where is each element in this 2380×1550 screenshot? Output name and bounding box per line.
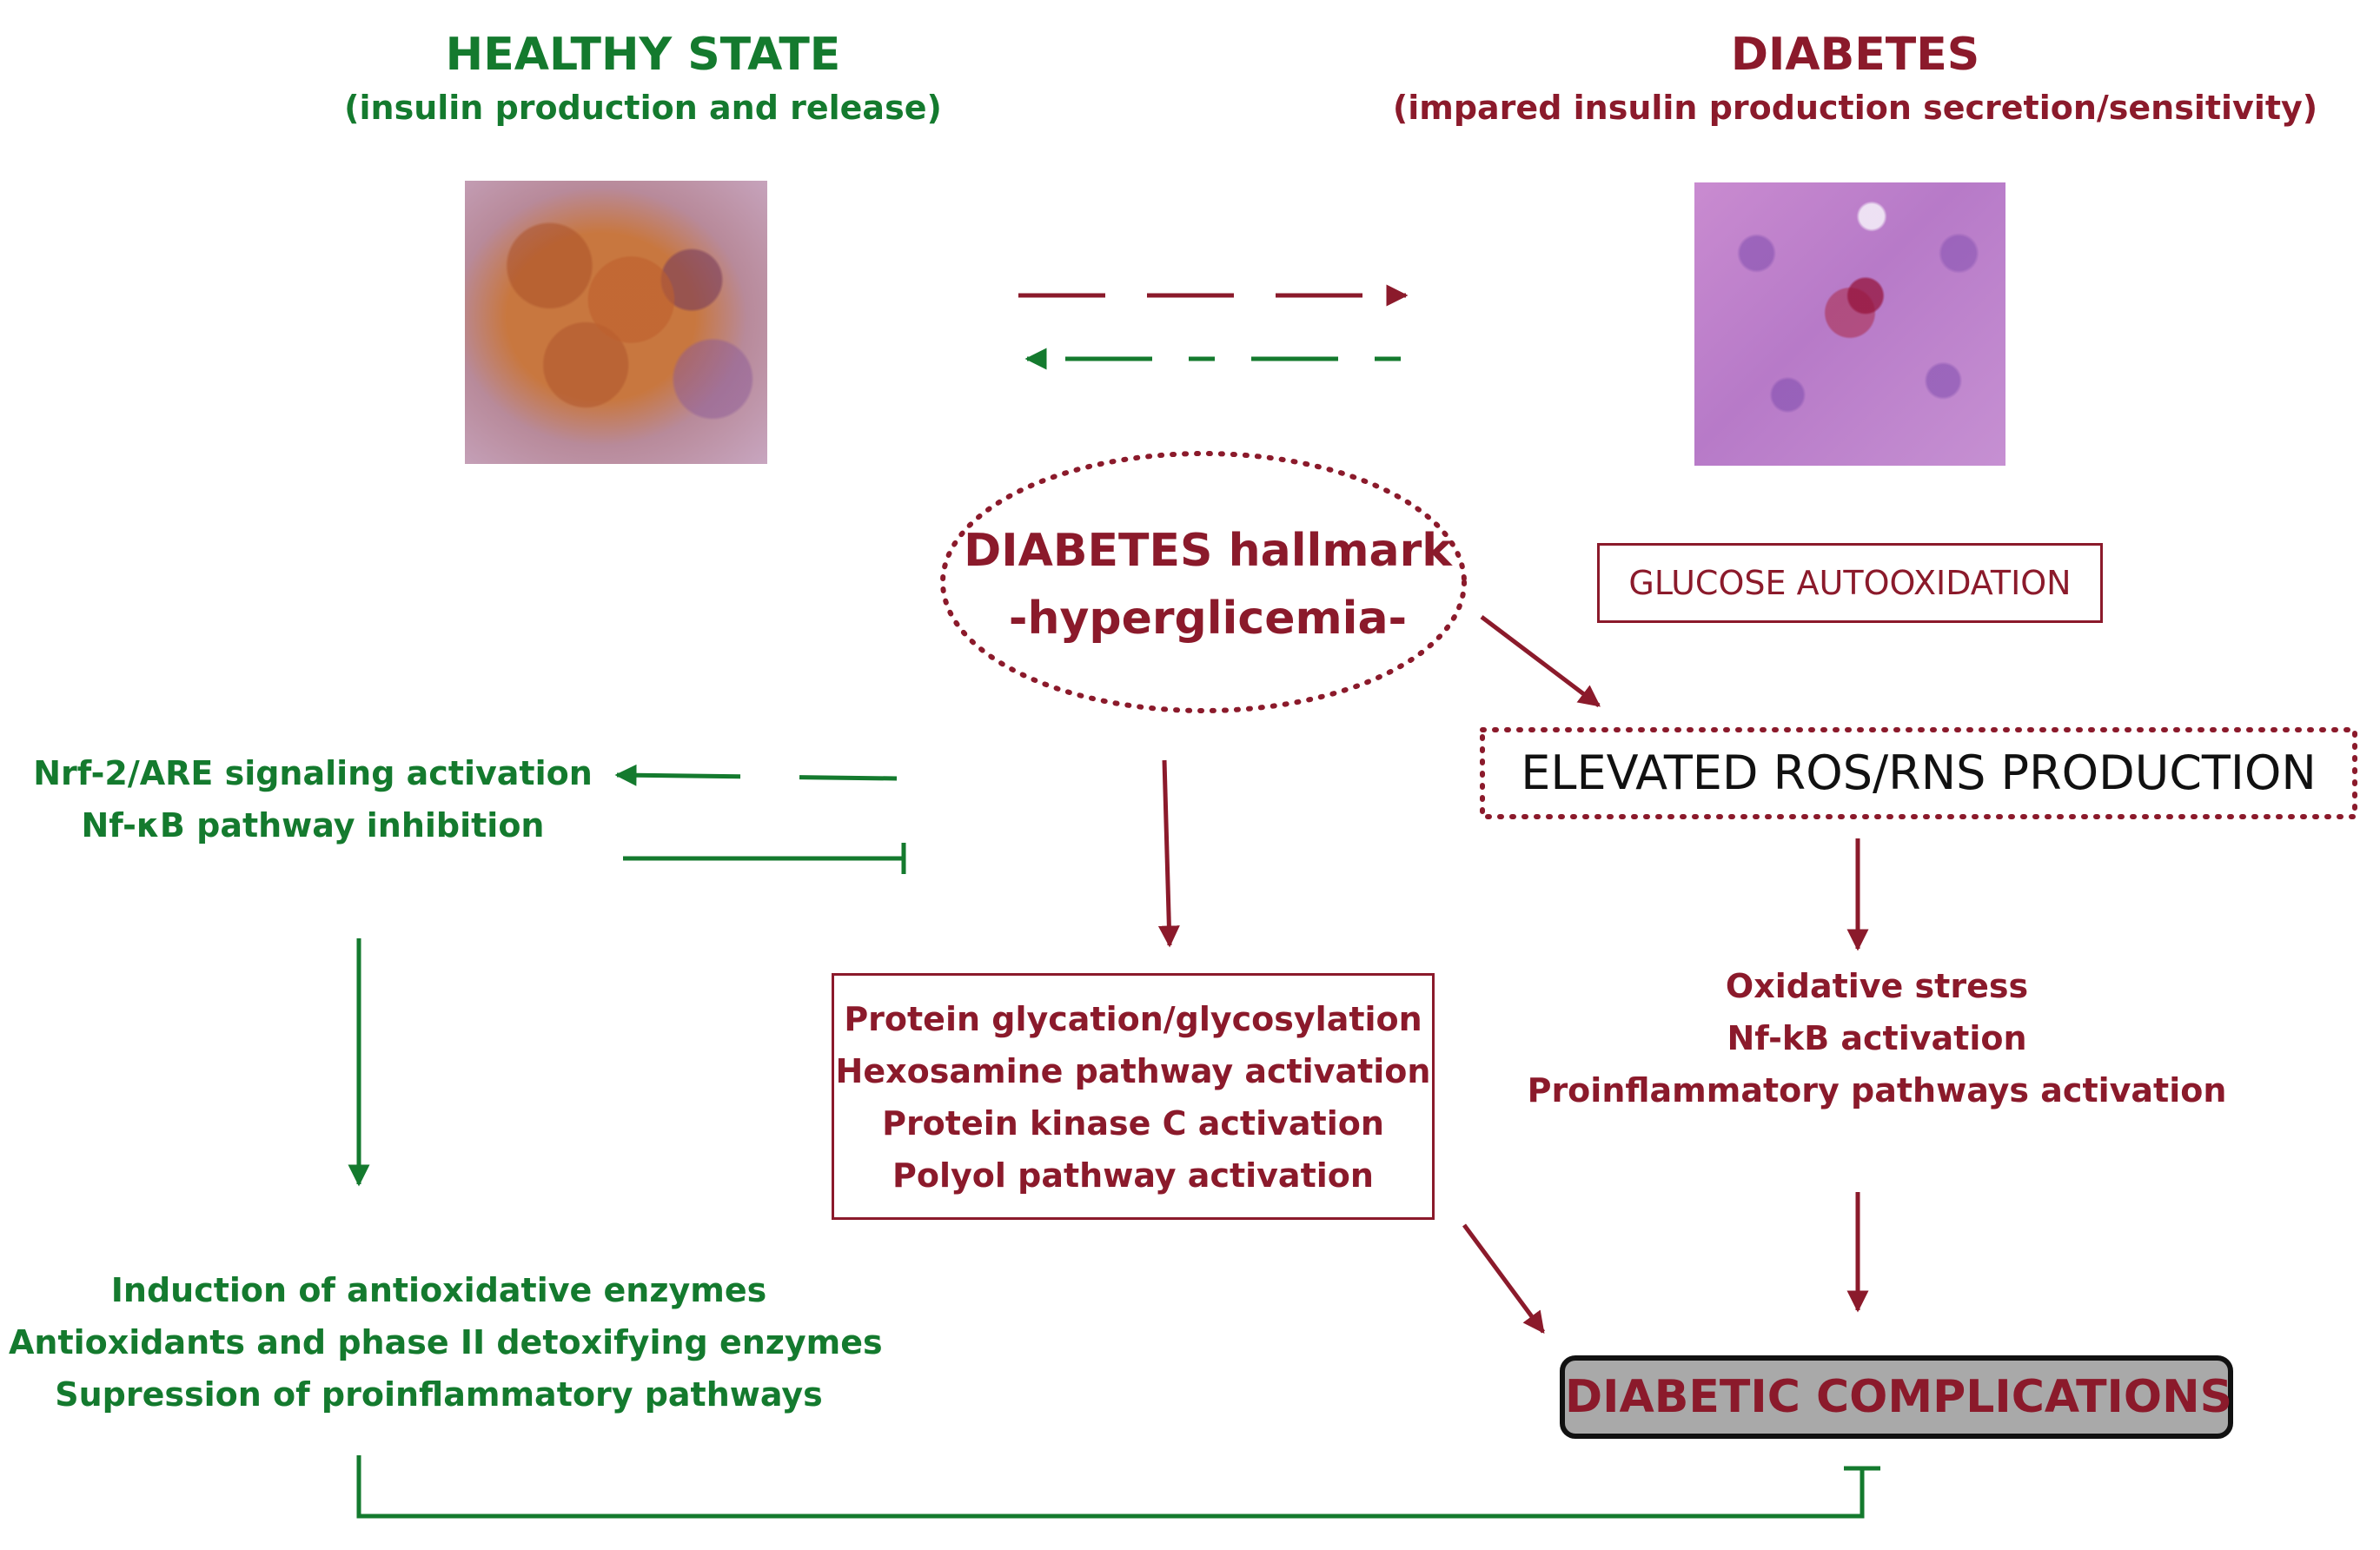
hyperglycemia-ellipse-text: DIABETES hallmark -hyperglicemia- (947, 517, 1468, 652)
hallmark-line2: -hyperglicemia- (1008, 593, 1408, 645)
protein-glycation-box: Protein glycation/glycosylation Hexosami… (832, 973, 1435, 1220)
protein-to-complications-arrow (1462, 1223, 1546, 1335)
protein-box-line: Polyol pathway activation (892, 1156, 1374, 1195)
protein-box-line: Protein kinase C activation (882, 1104, 1384, 1143)
glucose-autooxidation-box: GLUCOSE AUTOOXIDATION (1597, 543, 2103, 623)
oxidative-line: Oxidative stress (1725, 967, 2029, 1005)
protein-box-line: Hexosamine pathway activation (835, 1052, 1431, 1090)
oxidative-line: Nf-kB activation (1727, 1019, 2027, 1057)
induction-line: Induction of antioxidative enzymes (110, 1271, 767, 1309)
induction-inhibits-complications-line (356, 1455, 1865, 1519)
diabetes-title: DIABETES (1730, 29, 1980, 81)
diabetes-subtitle: (impared insulin production secretion/se… (1392, 89, 2318, 127)
elevated-ros-label: ELEVATED ROS/RNS PRODUCTION (1521, 745, 2317, 800)
induction-line: Supression of proinflammatory pathways (55, 1375, 823, 1414)
elevated-ros-border (1480, 727, 2357, 819)
induction-line: Antioxidants and phase II detoxifying en… (9, 1323, 883, 1361)
healthy-state-subtitle: (insulin production and release) (344, 89, 942, 127)
healthy-state-title: HEALTHY STATE (445, 29, 841, 81)
hyperglycemia-ellipse (940, 451, 1467, 713)
healthy-islet-micrograph (465, 181, 767, 464)
diabetic-complications-label: DIABETIC COMPLICATIONS (1565, 1371, 2233, 1423)
nrf2-line2: Nf-κB pathway inhibition (81, 806, 545, 845)
diabetic-islet-micrograph (1694, 182, 2005, 466)
elevated-ros-box: ELEVATED ROS/RNS PRODUCTION (1482, 730, 2355, 817)
hyperglycemia-to-ros-arrow (1480, 615, 1601, 707)
nrf2-line1: Nrf-2/ARE signaling activation (33, 754, 593, 792)
antioxidative-induction-text: Induction of antioxidative enzymes Antio… (9, 1264, 883, 1421)
diabetic-complications-box: DIABETIC COMPLICATIONS (1560, 1355, 2233, 1439)
oxidative-stress-text: Oxidative stress Nf-kB activation Proinf… (1495, 960, 2259, 1116)
hyperglycemia-to-protein-arrow (1157, 759, 1180, 948)
nrf2-signaling-text: Nrf-2/ARE signaling activation Nf-κB pat… (26, 747, 600, 851)
protein-box-line: Protein glycation/glycosylation (844, 1000, 1422, 1038)
hallmark-line1: DIABETES hallmark (964, 525, 1452, 577)
oxidative-line: Proinflammatory pathways activation (1527, 1071, 2227, 1110)
diabetes-heading: DIABETES (impared insulin production sec… (1373, 28, 2337, 129)
healthy-state-heading: HEALTHY STATE (insulin production and re… (287, 28, 999, 129)
glucose-autooxidation-label: GLUCOSE AUTOOXIDATION (1628, 564, 2072, 602)
to-nrf2-arrow (614, 764, 898, 786)
